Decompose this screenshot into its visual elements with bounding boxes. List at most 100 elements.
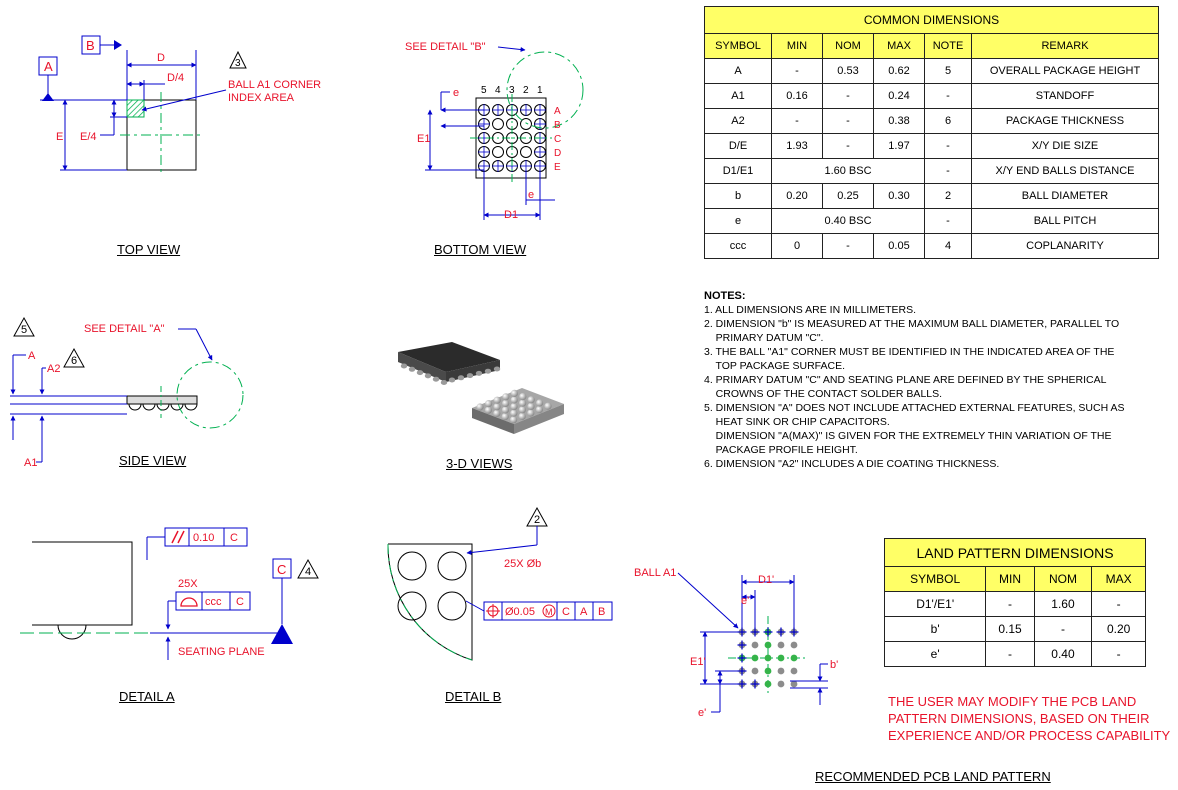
cell-min: 0.20 [771, 183, 823, 209]
cell-note: 6 [924, 108, 972, 134]
see-detail-b-label: SEE DETAIL "B" [405, 41, 486, 53]
3d-ball [510, 396, 518, 404]
header-remark: REMARK [971, 33, 1159, 59]
title-3d-views: 3-D VIEWS [446, 456, 513, 471]
cell-nom: 1.60 [1033, 591, 1093, 617]
3d-ball [527, 402, 535, 410]
cell-note: 4 [924, 233, 972, 259]
cell-remark: COPLANARITY [971, 233, 1159, 259]
cell-nom: 0.25 [822, 183, 874, 209]
3d-ball [484, 406, 492, 414]
land-pattern-title: LAND PATTERN DIMENSIONS [884, 538, 1146, 567]
cell-nom: - [822, 133, 874, 159]
cell-nom: - [822, 108, 874, 134]
table-row: b' 0.15 - 0.20 [883, 616, 1146, 642]
ref-c: C [562, 606, 570, 618]
pcb-land-pattern: BALL A1 D1' e' E1' e' b' [634, 567, 838, 719]
ball-diameter-label: 25X Øb [504, 558, 541, 570]
table-row: e' - 0.40 - [883, 641, 1146, 667]
cell-span: 0.40 BSC [771, 208, 925, 234]
cell-remark: X/Y END BALLS DISTANCE [971, 158, 1159, 184]
title-pcb-land-pattern: RECOMMENDED PCB LAND PATTERN [815, 769, 1051, 784]
profile-count: 25X [178, 578, 198, 590]
cell-note: - [924, 158, 972, 184]
note-item: 2. DIMENSION "b" IS MEASURED AT THE MAXI… [704, 318, 1120, 344]
3d-ball [535, 406, 544, 414]
dim-a-label: A [28, 350, 36, 362]
notes-title: NOTES: [704, 290, 746, 302]
column-label: 3 [509, 85, 515, 96]
column-label: 1 [537, 85, 543, 96]
cell-min: 0.16 [771, 83, 823, 109]
common-dimensions-table: COMMON DIMENSIONS SYMBOL MIN NOM MAX NOT… [704, 6, 1159, 259]
detail-a-package [32, 541, 133, 626]
detail-a-circle [176, 361, 244, 429]
cell-max: - [1091, 641, 1146, 667]
pcb-land [751, 667, 759, 675]
datum-b-label: B [86, 38, 95, 53]
pcb-bp-label: b' [830, 659, 838, 671]
header-symbol: SYMBOL [883, 566, 987, 592]
bottom-ball [492, 146, 504, 158]
cell-remark: X/Y DIE SIZE [971, 133, 1159, 159]
land-pattern-table: LAND PATTERN DIMENSIONS SYMBOL MIN NOM M… [883, 538, 1146, 667]
common-dimensions-header: SYMBOL MIN NOM MAX NOTE REMARK [704, 33, 1159, 59]
profile-ccc: ccc [205, 596, 222, 608]
dim-d4-label: D/4 [167, 72, 184, 84]
cell-nom: - [822, 83, 874, 109]
note-item: 3. THE BALL "A1" CORNER MUST BE IDENTIFI… [704, 346, 1115, 372]
pcb-land [764, 667, 772, 675]
bottom-ball-grid [470, 94, 552, 182]
3d-ball [493, 366, 501, 372]
dim-d1-label: D1 [504, 209, 518, 221]
cell-min: 0.15 [985, 616, 1035, 642]
note-flag-4: 4 [305, 566, 311, 578]
table-row: A - 0.53 0.62 5 OVERALL PACKAGE HEIGHT [704, 58, 1159, 84]
3d-ball [527, 396, 535, 404]
cell-span: 1.60 BSC [771, 158, 925, 184]
note-item: 5. DIMENSION "A" DOES NOT INCLUDE ATTACH… [704, 402, 1125, 456]
cell-remark: STANDOFF [971, 83, 1159, 109]
header-nom: NOM [822, 33, 874, 59]
table-row: e 0.40 BSC - BALL PITCH [704, 208, 1159, 234]
row-label: C [554, 134, 561, 145]
pcb-land [764, 680, 772, 688]
dim-e-top: e [453, 87, 459, 99]
dim-e1-label: E1 [417, 133, 430, 145]
column-label: 5 [481, 85, 487, 96]
cell-symbol: D1'/E1' [883, 591, 987, 617]
pcb-land [790, 667, 798, 675]
cell-symbol: e' [883, 641, 987, 667]
table-row: ccc 0 - 0.05 4 COPLANARITY [704, 233, 1159, 259]
3d-ball [475, 370, 483, 376]
3d-ball [510, 409, 518, 417]
cell-nom: 0.40 [1033, 641, 1093, 667]
ref-b: B [598, 606, 605, 618]
cell-max: 0.62 [873, 58, 925, 84]
3d-ball [502, 393, 510, 401]
note-item: 4. PRIMARY DATUM "C" AND SEATING PLANE A… [704, 374, 1107, 400]
header-min: MIN [985, 566, 1035, 592]
pcb-land [777, 641, 785, 649]
cell-symbol: b' [883, 616, 987, 642]
header-max: MAX [1091, 566, 1146, 592]
cell-remark: OVERALL PACKAGE HEIGHT [971, 58, 1159, 84]
ref-a: A [580, 606, 588, 618]
detail-b-outline [387, 543, 473, 661]
3d-package-top [398, 342, 500, 372]
cell-max: 0.30 [873, 183, 925, 209]
pcb-e1p-label: E1' [690, 656, 706, 668]
detail-b: 2 25X Øb Ø0.05 M C A B [387, 506, 613, 661]
3d-ball [485, 400, 493, 408]
cell-symbol: D1/E1 [704, 158, 772, 184]
dim-a2-label: A2 [47, 363, 60, 375]
note-flag-5: 5 [21, 324, 27, 336]
side-ball [184, 403, 198, 411]
datum-c-label: C [277, 562, 286, 577]
table-row: D/E 1.93 - 1.97 - X/Y DIE SIZE [704, 133, 1159, 159]
bottom-ball [492, 118, 504, 130]
pcb-land [790, 654, 798, 662]
header-max: MAX [873, 33, 925, 59]
bottom-ball [520, 146, 532, 158]
see-detail-a-label: SEE DETAIL "A" [84, 323, 165, 335]
